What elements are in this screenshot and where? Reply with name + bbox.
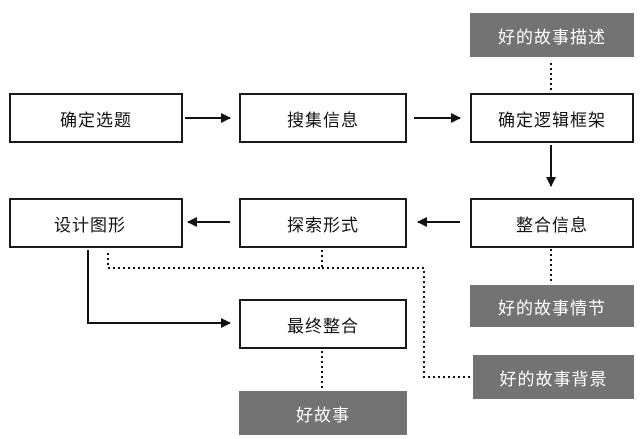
step-collect-info-label: 搜集信息 [287,110,359,131]
tag-story-plot-label: 好的故事情节 [498,298,606,319]
step-design-graphic: 设计图形 [9,198,183,248]
arrow-design-to-final [87,250,231,328]
step-final-integration-label: 最终整合 [287,316,359,337]
step-integrate-info-label: 整合信息 [516,215,588,236]
dotted-explore-design-to-background [107,250,323,269]
step-choose-topic-label: 确定选题 [60,110,132,131]
step-choose-topic: 确定选题 [9,93,183,143]
tag-story-description-label: 好的故事描述 [498,27,606,48]
step-collect-info: 搜集信息 [239,93,407,143]
step-explore-form-label: 探索形式 [287,215,359,236]
step-logic-frame: 确定逻辑框架 [470,93,634,143]
tag-story-background-label: 好的故事背景 [499,369,608,390]
tag-story-plot: 好的故事情节 [470,285,634,327]
tag-story-description: 好的故事描述 [470,13,634,57]
step-logic-frame-label: 确定逻辑框架 [498,110,606,131]
tag-good-story-label: 好故事 [296,405,350,426]
dotted-link-to-background [322,267,472,378]
step-final-integration: 最终整合 [239,299,407,349]
step-design-graphic-label: 设计图形 [54,215,126,236]
tag-story-background: 好的故事背景 [473,355,634,399]
tag-good-story: 好故事 [239,391,407,435]
step-explore-form: 探索形式 [239,198,407,248]
step-integrate-info: 整合信息 [470,198,634,248]
